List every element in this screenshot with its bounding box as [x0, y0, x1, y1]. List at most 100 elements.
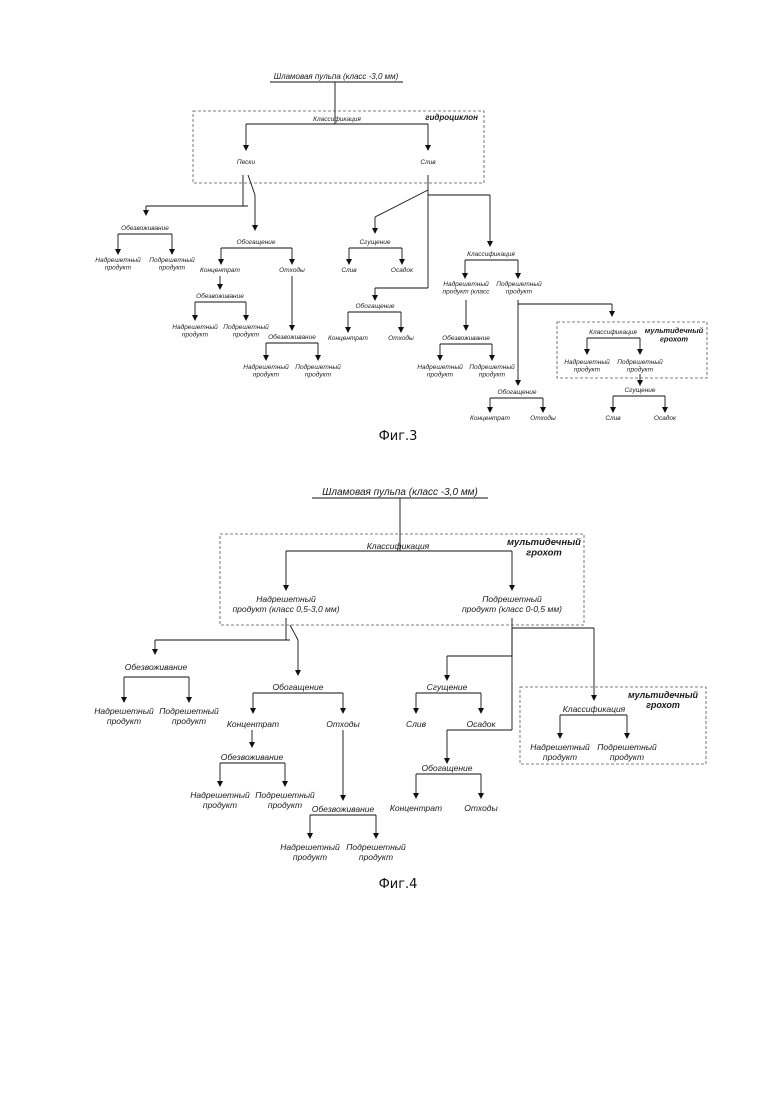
- classification-label: Классификация: [313, 116, 361, 123]
- label-line: Подрешетный: [597, 742, 657, 752]
- label-line: продукт: [268, 800, 302, 810]
- under-product-label: Подрешетныйпродукт: [496, 280, 542, 295]
- label-line: продукт: [159, 263, 186, 271]
- label-line: Надрешетный: [256, 594, 316, 604]
- drain-label: Слив: [341, 267, 357, 274]
- label-line: Надрешетный: [95, 256, 141, 264]
- label-line: продукт (класс 0,5-3,0 мм): [232, 604, 339, 614]
- label-line: продукт: [305, 370, 332, 378]
- under-product-label: Подрешетныйпродукт: [149, 256, 195, 271]
- label-line: Надрешетный: [443, 280, 489, 288]
- label-line: продукт: [105, 263, 132, 271]
- dewatering-label: Обезвоживание: [121, 224, 169, 232]
- root-label: Шламовая пульпа (класс -3,0 мм): [274, 72, 399, 81]
- over-product-label: Надрешетныйпродукт (класс: [443, 280, 491, 295]
- label-line: продукт: [506, 287, 533, 295]
- title-line: грохот: [660, 334, 689, 343]
- label-line: продукт: [479, 370, 506, 378]
- thickening-label: Сгущение: [624, 387, 655, 394]
- label-line: продукт: [627, 365, 654, 373]
- hydrocyclone-label: гидроциклон: [425, 113, 478, 122]
- figure-3: Шламовая пульпа (класс -3,0 мм) гидроцик…: [95, 72, 707, 444]
- under-product-label: Подрешетныйпродукт: [469, 363, 515, 378]
- enrichment-label: Обогащение: [355, 302, 394, 310]
- under-product-label: Подрешетныйпродукт: [159, 706, 219, 726]
- label-line: Подрешетный: [159, 706, 219, 716]
- label-line: продукт: [293, 852, 327, 862]
- under-product-label: Подрешетныйпродукт: [295, 363, 341, 378]
- enrichment-label: Обогащение: [421, 763, 472, 773]
- title-line: грохот: [526, 547, 562, 558]
- label-line: Подрешетный: [149, 256, 195, 264]
- label-line: Надрешетный: [94, 706, 154, 716]
- under-product-label: Подрешетныйпродукт: [617, 358, 663, 373]
- under-product-label: Подрешетныйпродукт: [346, 842, 406, 862]
- label-line: продукт: [203, 800, 237, 810]
- label-line: продукт: [182, 330, 209, 338]
- thickening-label: Сгущение: [427, 682, 468, 692]
- dewatering-label: Обезвоживание: [312, 804, 375, 814]
- label-line: продукт: [574, 365, 601, 373]
- concentrate-label: Концентрат: [227, 719, 279, 729]
- sediment-label: Осадок: [654, 414, 677, 422]
- label-line: продукт: [233, 330, 260, 338]
- label-line: продукт (класс 0-0,5 мм): [462, 604, 562, 614]
- drain-label: Слив: [406, 719, 427, 729]
- label-line: продукт: [253, 370, 280, 378]
- over-product-label: Надрешетныйпродукт: [280, 842, 340, 862]
- label-line: Подрешетный: [346, 842, 406, 852]
- dewatering-label: Обезвоживание: [125, 662, 188, 672]
- concentrate-label: Концентрат: [200, 267, 241, 274]
- over-product-label: Надрешетныйпродукт: [417, 363, 463, 378]
- multideck-title: мультидечныйгрохот: [507, 537, 581, 558]
- dewatering-label: Обезвоживание: [196, 292, 244, 300]
- label-line: Подрешетный: [295, 363, 341, 371]
- sands-label: Пески: [237, 159, 256, 166]
- label-line: Подрешетный: [255, 790, 315, 800]
- label-line: Подрешетный: [496, 280, 542, 288]
- concentrate-label: Концентрат: [328, 335, 369, 342]
- label-line: продукт: [543, 752, 577, 762]
- label-line: Надрешетный: [564, 358, 610, 366]
- over-product-label: Надрешетныйпродукт: [243, 363, 289, 378]
- label-line: Подрешетный: [617, 358, 663, 366]
- label-line: Надрешетный: [190, 790, 250, 800]
- figure-caption: Фиг.4: [379, 877, 418, 892]
- dewatering-label: Обезвоживание: [221, 752, 284, 762]
- classification-label: Классификация: [589, 329, 637, 336]
- label-line: продукт (класс: [443, 287, 491, 295]
- title-line: мультидечный: [507, 537, 581, 548]
- over-product-label: Надрешетныйпродукт (класс 0,5-3,0 мм): [232, 594, 339, 614]
- figure-caption: Фиг.3: [379, 429, 418, 444]
- dewatering-label: Обезвоживание: [268, 333, 316, 341]
- label-line: Подрешетный: [223, 323, 269, 331]
- label-line: Надрешетный: [172, 323, 218, 331]
- enrichment-label: Обогащение: [497, 388, 536, 396]
- root-label: Шламовая пульпа (класс -3,0 мм): [322, 487, 478, 498]
- label-line: продукт: [172, 716, 206, 726]
- over-product-label: Надрешетныйпродукт: [564, 358, 610, 373]
- concentrate-label: Концентрат: [470, 415, 511, 422]
- multideck-title-2: мультидечныйгрохот: [628, 690, 699, 710]
- enrichment-label: Обогащение: [272, 682, 323, 692]
- label-line: продукт: [359, 852, 393, 862]
- label-line: Надрешетный: [417, 363, 463, 371]
- enrichment-label: Обогащение: [236, 238, 275, 246]
- over-product-label: Надрешетныйпродукт: [95, 256, 141, 271]
- sediment-label: Осадок: [466, 719, 496, 729]
- dewatering-label: Обезвоживание: [442, 334, 490, 342]
- label-line: Надрешетный: [243, 363, 289, 371]
- over-product-label: Надрешетныйпродукт: [190, 790, 250, 810]
- tailings-label: Отходы: [530, 414, 556, 422]
- classification-label: Классификация: [367, 541, 430, 551]
- tailings-label: Отходы: [326, 719, 360, 729]
- under-product-label: Подрешетныйпродукт: [597, 742, 657, 762]
- tailings-label: Отходы: [279, 266, 305, 274]
- label-line: продукт: [427, 370, 454, 378]
- label-line: Подрешетный: [482, 594, 542, 604]
- label-line: продукт: [107, 716, 141, 726]
- under-product-label: Подрешетныйпродукт: [223, 323, 269, 338]
- drain-label: Слив: [420, 159, 436, 166]
- label-line: продукт: [610, 752, 644, 762]
